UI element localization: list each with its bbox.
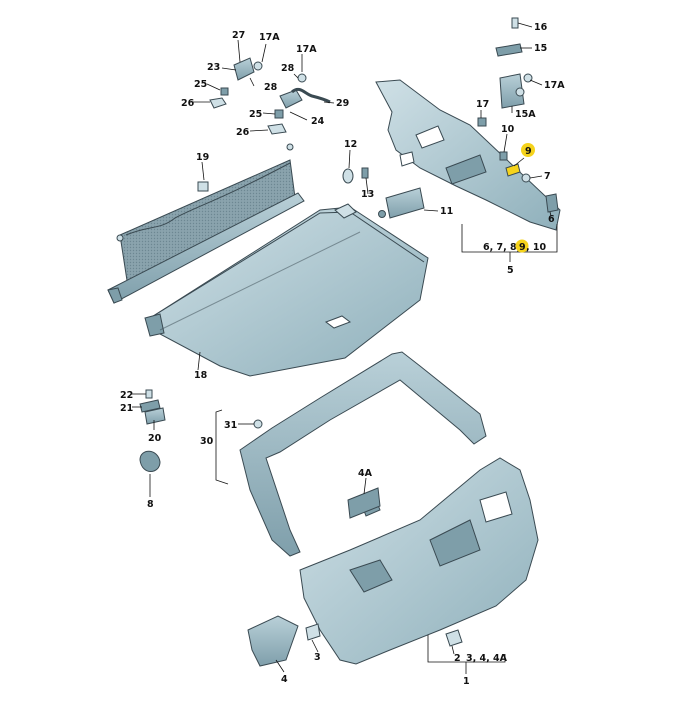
label-26b: 26	[236, 127, 250, 138]
label-24: 24	[311, 116, 325, 127]
label-13: 13	[361, 189, 374, 200]
label-28a: 28	[264, 82, 278, 93]
luggage-cover	[144, 203, 429, 377]
small-parts-lower	[247, 487, 463, 667]
fasteners-middle	[342, 167, 425, 219]
label-6: 6	[548, 214, 555, 225]
label-25a: 25	[194, 79, 207, 90]
label-3: 3	[314, 652, 321, 663]
label-5: 5	[507, 265, 514, 276]
label-28b: 28	[281, 63, 295, 74]
label-27: 27	[232, 30, 245, 41]
label-25b: 25	[249, 109, 262, 120]
label-17a-mid: 17A	[296, 44, 317, 55]
roller-blind	[107, 143, 305, 304]
label-16: 16	[534, 22, 548, 33]
label-26a: 26	[181, 98, 195, 109]
hooks-left	[139, 389, 166, 472]
label-4: 4	[281, 674, 288, 685]
highlight-9b	[515, 239, 529, 253]
blind-brackets	[209, 57, 331, 135]
label-23: 23	[207, 62, 220, 73]
leader-lines	[132, 22, 558, 674]
label-2: 2	[454, 653, 461, 664]
label-11: 11	[440, 206, 453, 217]
label-21: 21	[120, 403, 133, 414]
label-15a: 15A	[515, 109, 536, 120]
label-9b: 9	[519, 242, 526, 253]
label-18: 18	[194, 370, 208, 381]
side-trim-panel	[375, 79, 561, 231]
label-7: 7	[544, 171, 551, 182]
label-8: 8	[147, 499, 154, 510]
label-22: 22	[120, 390, 133, 401]
label-10: 10	[501, 124, 515, 135]
labels: 27 17A 23 25 26 28 17A 28 29 25 24 26 19…	[120, 22, 565, 687]
label-20: 20	[148, 433, 162, 444]
label-19: 19	[196, 152, 209, 163]
label-17: 17	[476, 99, 489, 110]
label-17a-top: 17A	[259, 32, 280, 43]
label-4a: 4A	[358, 468, 373, 479]
label-10b: , 10	[526, 242, 547, 253]
label-9: 9	[525, 146, 532, 157]
label-31: 31	[224, 420, 237, 431]
label-17a-right: 17A	[544, 80, 565, 91]
label-15: 15	[534, 43, 547, 54]
tailgate-trim	[299, 457, 539, 665]
label-6-7-8: 6, 7, 8,	[483, 242, 520, 253]
label-3-4-4a: 3, 4, 4A	[466, 653, 508, 664]
highlight-9	[521, 143, 535, 157]
label-30: 30	[200, 436, 214, 447]
label-29: 29	[336, 98, 349, 109]
label-1: 1	[463, 676, 470, 687]
label-12: 12	[344, 139, 357, 150]
